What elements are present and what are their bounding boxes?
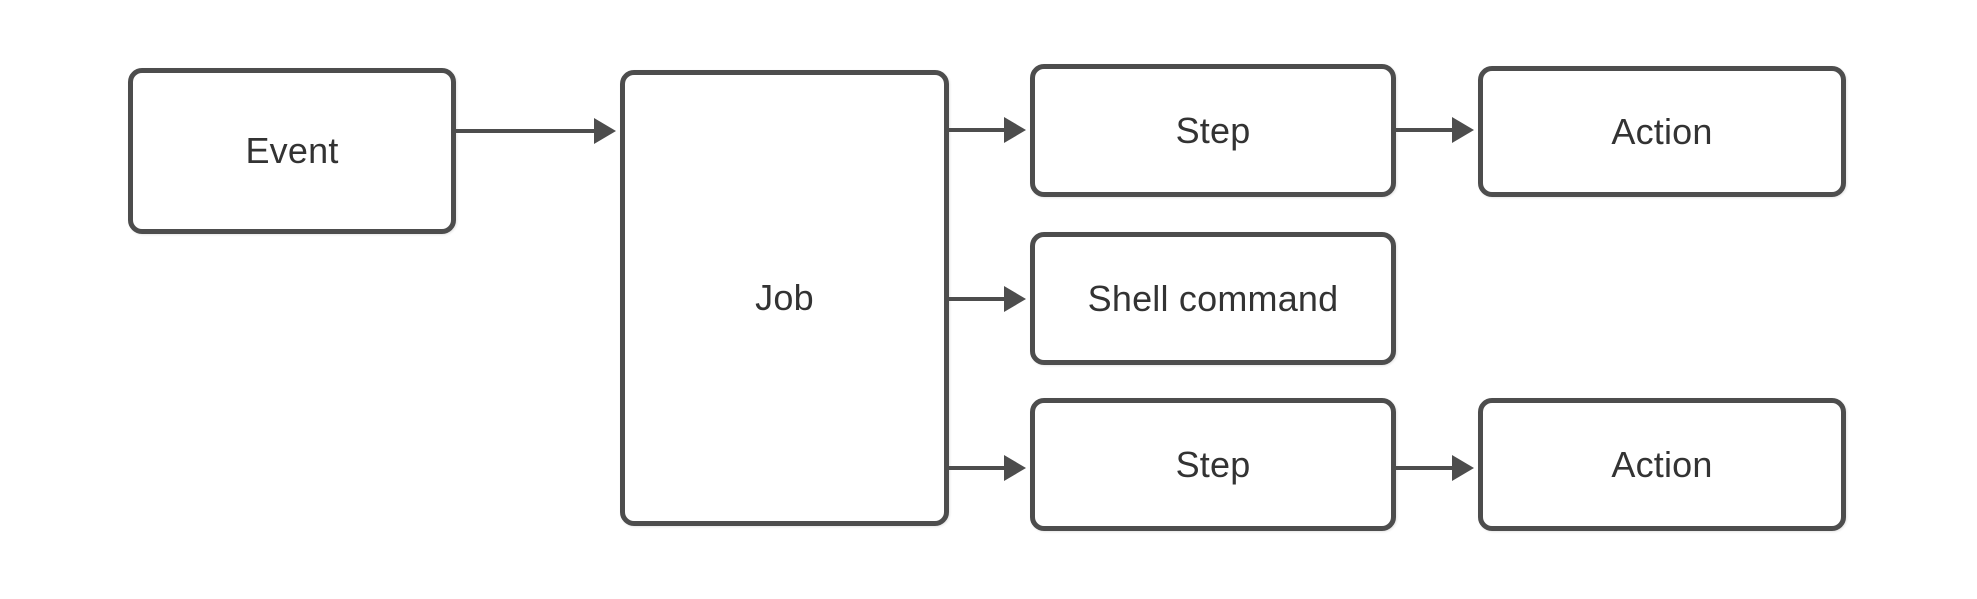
edge-job-to-shell-command-line	[948, 297, 1006, 301]
edge-event-to-job-line	[456, 129, 596, 133]
edge-step-top-to-action-top-arrow-icon	[1452, 117, 1474, 143]
node-job-label: Job	[755, 277, 814, 318]
node-action-bottom[interactable]: Action	[1478, 398, 1846, 531]
edge-job-to-step-top-arrow-icon	[1004, 117, 1026, 143]
node-step-bottom-label: Step	[1175, 443, 1251, 485]
edge-job-to-step-top-line	[948, 128, 1006, 132]
edge-event-to-job-arrow-icon	[594, 118, 616, 144]
node-shell-command[interactable]: Shell command	[1030, 232, 1396, 365]
node-event[interactable]: Event	[128, 68, 456, 234]
node-event-label: Event	[245, 130, 339, 171]
node-shell-command-label: Shell command	[1087, 277, 1339, 319]
node-action-top-label: Action	[1611, 110, 1713, 152]
node-job[interactable]: Job	[620, 70, 949, 526]
edge-step-bottom-to-action-bottom-arrow-icon	[1452, 455, 1474, 481]
node-action-top[interactable]: Action	[1478, 66, 1846, 197]
node-step-top-label: Step	[1175, 109, 1251, 151]
node-step-bottom[interactable]: Step	[1030, 398, 1396, 531]
edge-step-bottom-to-action-bottom-line	[1396, 466, 1454, 470]
node-action-bottom-label: Action	[1611, 443, 1713, 485]
edge-step-top-to-action-top-line	[1396, 128, 1454, 132]
edge-job-to-step-bottom-line	[948, 466, 1006, 470]
edge-job-to-step-bottom-arrow-icon	[1004, 455, 1026, 481]
node-step-top[interactable]: Step	[1030, 64, 1396, 197]
edge-job-to-shell-command-arrow-icon	[1004, 286, 1026, 312]
